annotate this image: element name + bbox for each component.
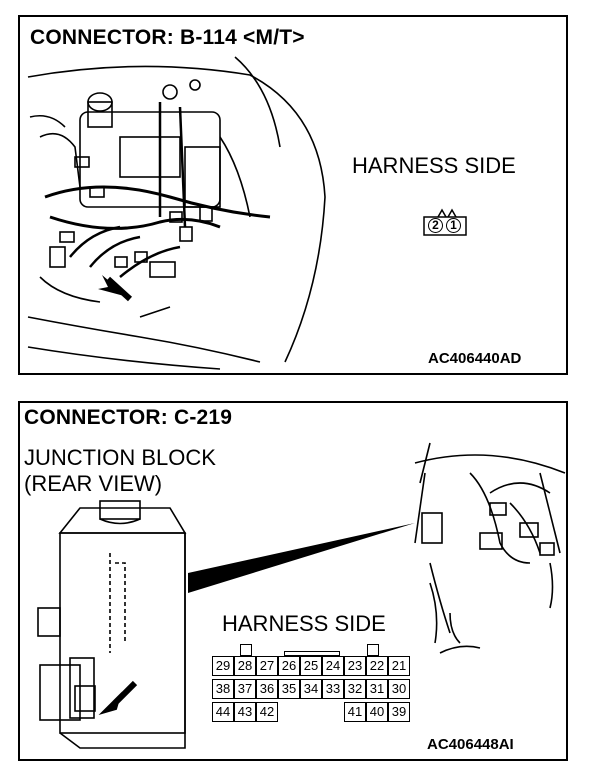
connector-key-right xyxy=(367,644,379,656)
connector-b114-title: CONNECTOR: B-114 <M/T> xyxy=(30,26,305,49)
pin-37: 37 xyxy=(234,679,256,699)
pin-24: 24 xyxy=(322,656,344,676)
pin-25: 25 xyxy=(300,656,322,676)
pin-29: 29 xyxy=(212,656,234,676)
harness-side-label: HARNESS SIDE xyxy=(222,611,386,636)
pin-26: 26 xyxy=(278,656,300,676)
pointer-arrow xyxy=(98,680,138,716)
pin-41: 41 xyxy=(344,702,366,722)
pin-42: 42 xyxy=(256,702,278,722)
pin-27: 27 xyxy=(256,656,278,676)
harness-side-label: HARNESS SIDE xyxy=(352,153,516,178)
pin-30: 30 xyxy=(388,679,410,699)
pin-23: 23 xyxy=(344,656,366,676)
figure-code: AC406440AD xyxy=(428,350,522,367)
connector-b114-face xyxy=(423,208,467,236)
pin-2: 2 xyxy=(428,218,443,233)
wedge-pointer xyxy=(188,523,415,593)
connector-c219-title: CONNECTOR: C-219 xyxy=(24,406,233,429)
pin-44: 44 xyxy=(212,702,234,722)
pin-31: 31 xyxy=(366,679,388,699)
pin-21: 21 xyxy=(388,656,410,676)
connector-b114-panel: CONNECTOR: B-114 <M/T> xyxy=(18,15,568,375)
junction-block-illustration xyxy=(37,442,566,749)
junction-block-label: JUNCTION BLOCK xyxy=(24,445,216,470)
pin-34: 34 xyxy=(300,679,322,699)
pin-36: 36 xyxy=(256,679,278,699)
connector-key-left xyxy=(240,644,252,656)
pin-1: 1 xyxy=(446,218,461,233)
pin-43: 43 xyxy=(234,702,256,722)
pin-35: 35 xyxy=(278,679,300,699)
pin-40: 40 xyxy=(366,702,388,722)
pin-22: 22 xyxy=(366,656,388,676)
rear-view-label: (REAR VIEW) xyxy=(24,471,163,496)
connector-c219-panel: CONNECTOR: C-219 JUNCTION BLOCK (REAR VI… xyxy=(18,401,568,761)
pointer-arrow xyxy=(98,275,133,302)
pin-33: 33 xyxy=(322,679,344,699)
pin-38: 38 xyxy=(212,679,234,699)
engine-bay-illustration xyxy=(27,56,467,370)
pin-39: 39 xyxy=(388,702,410,722)
connector-key-center xyxy=(284,651,340,656)
pin-32: 32 xyxy=(344,679,366,699)
pin-28: 28 xyxy=(234,656,256,676)
figure-code: AC406448AI xyxy=(427,736,514,753)
